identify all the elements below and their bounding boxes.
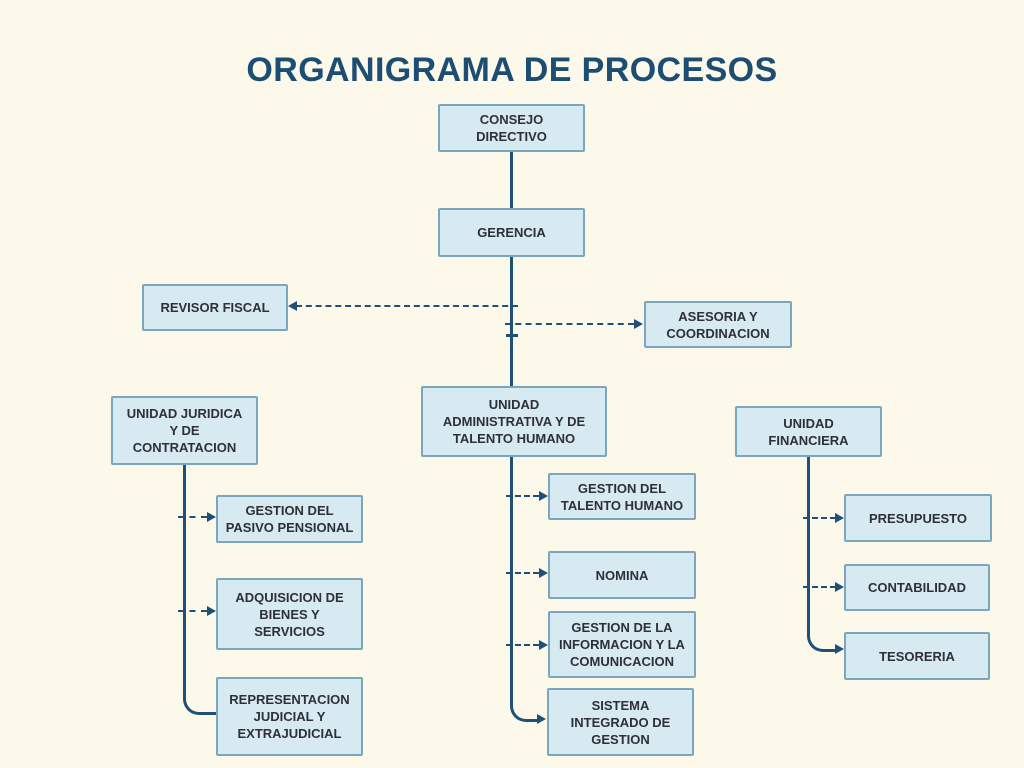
node-gestion-informacion-comunicacion: GESTION DE LA INFORMACION Y LA COMUNICAC…	[548, 611, 696, 678]
connector-dashed-revisor-fiscal	[296, 305, 518, 307]
arrowhead-asesoria	[634, 319, 643, 329]
arrowhead-sistema-integrado	[537, 714, 546, 724]
connector-dashed-asesoria	[505, 323, 634, 325]
connector-dashed-gestion-talento	[506, 495, 539, 497]
connector-dashed-pasivo-pensional	[178, 516, 207, 518]
connector-dashed-nomina	[506, 572, 539, 574]
connector-dashed-presupuesto	[803, 517, 836, 519]
arrowhead-presupuesto	[835, 513, 844, 523]
connector-gerencia-unidad-administrativa	[510, 257, 513, 386]
node-representacion-judicial: REPRESENTACION JUDICIAL Y EXTRAJUDICIAL	[216, 677, 363, 756]
arrowhead-gestion-talento	[539, 491, 548, 501]
node-gestion-pasivo-pensional: GESTION DEL PASIVO PENSIONAL	[216, 495, 363, 543]
arrowhead-nomina	[539, 568, 548, 578]
connector-juridica-representacion	[183, 465, 216, 715]
page-title: ORGANIGRAMA DE PROCESOS	[246, 51, 778, 89]
node-adquisicion-bienes-servicios: ADQUISICION DE BIENES Y SERVICIOS	[216, 578, 363, 650]
node-asesoria-coordinacion: ASESORIA Y COORDINACION	[644, 301, 792, 348]
node-sistema-integrado-gestion: SISTEMA INTEGRADO DE GESTION	[547, 688, 694, 756]
node-unidad-juridica-contratacion: UNIDAD JURIDICA Y DE CONTRATACION	[111, 396, 258, 465]
node-revisor-fiscal: REVISOR FISCAL	[142, 284, 288, 331]
node-gestion-talento-humano: GESTION DEL TALENTO HUMANO	[548, 473, 696, 520]
node-unidad-financiera: UNIDAD FINANCIERA	[735, 406, 882, 457]
node-unidad-administrativa-talento: UNIDAD ADMINISTRATIVA Y DE TALENTO HUMAN…	[421, 386, 607, 457]
node-contabilidad: CONTABILIDAD	[844, 564, 990, 611]
connector-dashed-contabilidad	[803, 586, 836, 588]
arrowhead-pasivo-pensional	[207, 512, 216, 522]
node-gerencia: GERENCIA	[438, 208, 585, 257]
connector-consejo-gerencia	[510, 152, 513, 208]
arrowhead-revisor-fiscal	[288, 301, 297, 311]
arrowhead-gestion-informacion	[539, 640, 548, 650]
arrowhead-adquisicion	[207, 606, 216, 616]
connector-financiera-tesoreria	[807, 457, 836, 652]
connector-dashed-gestion-informacion	[506, 644, 539, 646]
node-presupuesto: PRESUPUESTO	[844, 494, 992, 542]
node-tesoreria: TESORERIA	[844, 632, 990, 680]
connector-dashed-adquisicion	[178, 610, 207, 612]
arrowhead-tesoreria	[835, 644, 844, 654]
node-nomina: NOMINA	[548, 551, 696, 599]
arrowhead-contabilidad	[835, 582, 844, 592]
connector-administrativa-sistema	[510, 457, 539, 722]
connector-tick-mark	[506, 334, 518, 337]
node-consejo-directivo: CONSEJO DIRECTIVO	[438, 104, 585, 152]
